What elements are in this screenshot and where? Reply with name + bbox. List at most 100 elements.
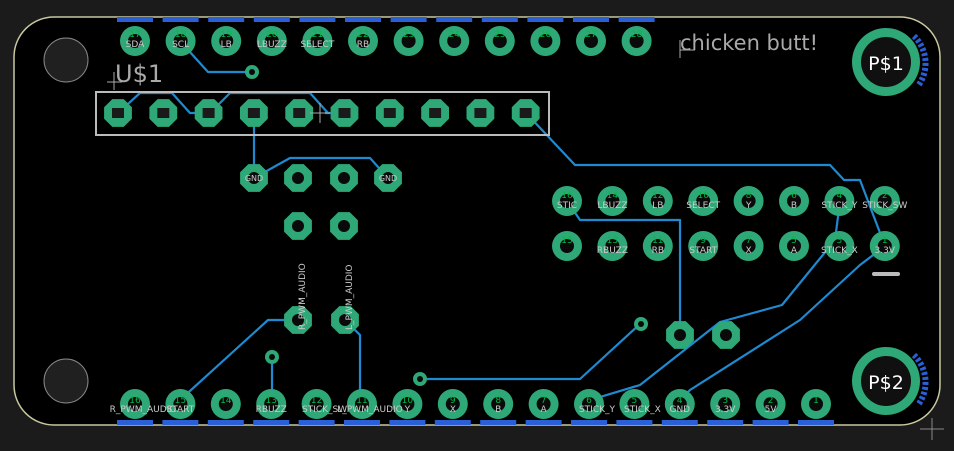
bottom-header-num: 8 [495,396,501,406]
part-pad-drill [474,108,487,118]
bottom-header-label: X [450,405,456,415]
bottom-header-pad-15-drill [173,397,188,411]
bottom-header-num: 4 [677,396,683,406]
header-stripe [661,420,698,425]
conn-bot-pad-11-drill [650,239,665,253]
mount-hole-left-1 [43,37,89,83]
part-name[interactable]: U$1 [115,60,163,88]
bottom-header-label: STICK_X [624,405,661,415]
conn-bot-pad-15-drill [560,239,574,253]
bottom-header-pad-1-drill [809,397,823,411]
top-header-num: 24 [448,30,460,40]
trace-3 [525,112,887,247]
conn-top-label: STICK_Y [821,201,858,211]
conn-bot-num: 15 [561,236,572,246]
bottom-header-num: 6 [586,396,592,406]
pin1-marker [872,272,900,276]
bottom-header-num: 1 [813,396,819,406]
header-stripe [162,420,199,425]
header-stripe [253,17,290,22]
bottom-header-num: 2 [768,396,774,406]
mount-arc-1 [911,33,929,88]
middle-pad-r1-3-drill [338,172,350,184]
header-stripe [345,17,381,22]
conn-bot-pad-1-drill [877,239,892,253]
conn-bot-label: A [791,246,798,256]
conn-bot-label: X [746,246,752,256]
top-header-num: 17 [129,30,140,40]
top-header-pad-25-drill [492,34,507,48]
conn-top-label: STICK_SW [862,201,907,211]
mount-pad-hole-2 [861,356,911,406]
top-header-label: SCL [172,40,189,50]
via-2-drill [638,321,644,327]
header-stripe [390,17,427,22]
conn-bot-pad-13-drill [605,239,620,253]
conn-bot-pad-5-drill [787,239,801,253]
conn-top-num: 16 [561,191,573,201]
top-header-num: 22 [357,30,368,40]
trace-9 [420,323,641,381]
top-header-pad-20-drill [264,34,279,48]
conn-bot-num: 13 [607,236,618,246]
bottom-header-pad-16-drill [128,397,142,411]
bottom-header-label: STICK_Y [579,405,616,415]
conn-bot-pad-3-drill [832,239,847,253]
header-stripe [434,420,471,425]
bottom-header-pad-12-drill [309,397,324,411]
header-stripe [436,17,473,22]
header-stripe [253,420,290,425]
part-pad-drill [383,108,396,118]
middle-pad-label: GND [245,174,263,183]
header-stripe [207,420,244,425]
bottom-header-pad-10-drill [400,397,415,411]
via-1-drill [249,69,255,75]
bottom-header-pad-8-drill [491,397,506,411]
conn-bot-num: 1 [882,236,888,246]
conn-top-label: Y [745,201,752,211]
top-header-pad-22-drill [356,34,370,48]
bottom-header-num: 15 [175,396,186,406]
bottom-header-pad-2-drill [763,397,778,411]
header-stripe [480,420,517,425]
conn-top-pad-2-drill [877,194,892,208]
bottom-header-num: 14 [220,396,232,406]
top-header-pad-17-drill [128,34,142,48]
top-header-num: 26 [540,30,552,40]
bottom-header-label: Y [404,405,411,415]
bottom-header-num: 10 [402,396,414,406]
conn-top-pad-8-drill [741,194,756,208]
conn-top-num: 14 [607,191,619,201]
top-header-pad-27-drill [584,34,598,48]
bottom-header-label: START [167,405,195,415]
conn-top-pad-12-drill [650,194,665,208]
header-stripe [208,17,245,22]
top-header-pad-23-drill [401,34,416,48]
top-header-pad-21-drill [310,34,325,48]
bottom-header-pad-13-drill [264,397,279,411]
mount-hole-label-2: P$2 [868,372,904,394]
via-3-drill [417,376,423,382]
middle-pad-r2-1-drill [292,220,304,232]
header-stripe [573,17,609,22]
conn-top-num: 8 [746,191,752,201]
top-header-pad-26-drill [538,34,553,48]
conn-top-label: B [791,201,797,211]
audio-pad-label: L_PWM_AUDIO [345,264,355,330]
standalone-pad-1-drill [674,329,686,341]
bottom-header-num: 3 [722,396,728,406]
header-stripe [707,420,744,425]
conn-top-num: 2 [882,191,888,201]
bottom-header-label: 5V [765,405,778,415]
bottom-header-pad-4-drill [672,397,687,411]
board-title[interactable]: chicken butt! [680,31,818,55]
bottom-header-label: B [495,405,501,415]
bottom-header-pad-11-drill [355,397,369,411]
top-header-num: 25 [494,30,505,40]
conn-bot-label: 3.3V [875,246,896,256]
bottom-header-num: 13 [265,396,276,406]
top-header-label: SELECT [300,40,334,50]
conn-top-num: 4 [837,191,843,201]
bottom-header-num: 11 [356,396,367,406]
